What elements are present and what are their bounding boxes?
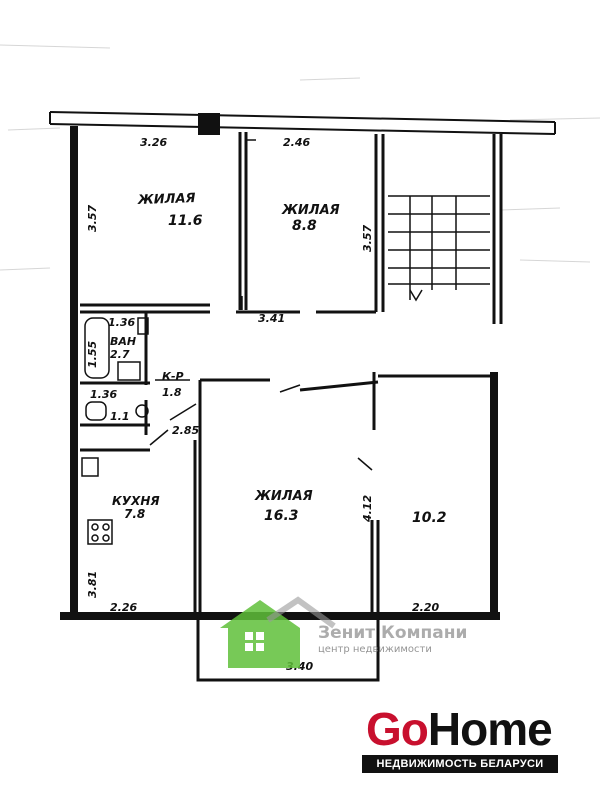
room-living-3-area: 16.3 (264, 508, 299, 524)
scan-noise (0, 44, 600, 271)
room-wc-area: 1.1 (110, 410, 130, 423)
dim-left-upper: 3.57 (86, 205, 99, 232)
room-living-4-area: 10.2 (412, 510, 447, 526)
brand-logo: GoHome НЕДВИЖИМОСТЬ БЕЛАРУСИ (362, 704, 560, 776)
room-labels: ЖИЛАЯ 11.6 ЖИЛАЯ 8.8 ВАН 2.7 1.1 К-Р 1.8… (110, 191, 447, 526)
room-living-1-area: 11.6 (168, 213, 203, 229)
bath-fixtures (84, 317, 149, 421)
top-wall (49, 111, 556, 135)
dim-hall-gap: 3.41 (258, 312, 285, 325)
brand-tagline: НЕДВИЖИМОСТЬ БЕЛАРУСИ (362, 755, 558, 773)
dim-corridor-side: 2.85 (172, 424, 199, 437)
brand-wordmark: GoHome (366, 703, 553, 755)
dim-living3-depth: 4.12 (361, 495, 374, 523)
dim-mid-upper: 3.57 (361, 225, 374, 252)
room-living-1-name: ЖИЛАЯ (137, 191, 196, 208)
dim-bath-width: 1.36 (108, 316, 135, 329)
room-living-2-area: 8.8 (292, 218, 317, 234)
room-corridor-area: 1.8 (162, 386, 182, 399)
watermark-subtitle: центр недвижимости (318, 644, 432, 655)
brand-go: Go (366, 703, 429, 755)
balcony (196, 620, 380, 682)
dim-top-left: 3.26 (140, 136, 167, 149)
staircase (388, 195, 490, 302)
watermark-title: Зенит Компани (318, 623, 467, 643)
outer-walls (60, 126, 500, 620)
dim-bottom-right: 2.20 (412, 601, 439, 614)
room-living-2-name: ЖИЛАЯ (281, 203, 340, 218)
dimension-labels: 3.26 2.46 3.57 3.57 3.41 1.36 1.55 1.36 … (86, 136, 439, 673)
dim-kitchen-width: 2.26 (110, 601, 137, 614)
room-kitchen-area: 7.8 (124, 507, 145, 521)
room-kitchen-name: КУХНЯ (112, 494, 160, 508)
room-corridor-name: К-Р (162, 370, 184, 383)
inner-walls (80, 132, 503, 616)
dim-bath-height: 1.55 (86, 341, 99, 368)
door-swings (149, 139, 373, 471)
room-bath-name: ВАН (110, 335, 136, 348)
room-living-3-name: ЖИЛАЯ (254, 489, 313, 504)
dim-kitchen-height: 3.81 (86, 571, 99, 598)
brand-home: Home (427, 703, 553, 755)
dim-top-mid: 2.46 (283, 136, 310, 149)
kitchen-fixtures (81, 457, 113, 545)
dim-wc-width: 1.36 (90, 388, 117, 401)
watermark: Зенит Компани центр недвижимости (220, 596, 467, 668)
room-bath-area: 2.7 (110, 348, 130, 361)
